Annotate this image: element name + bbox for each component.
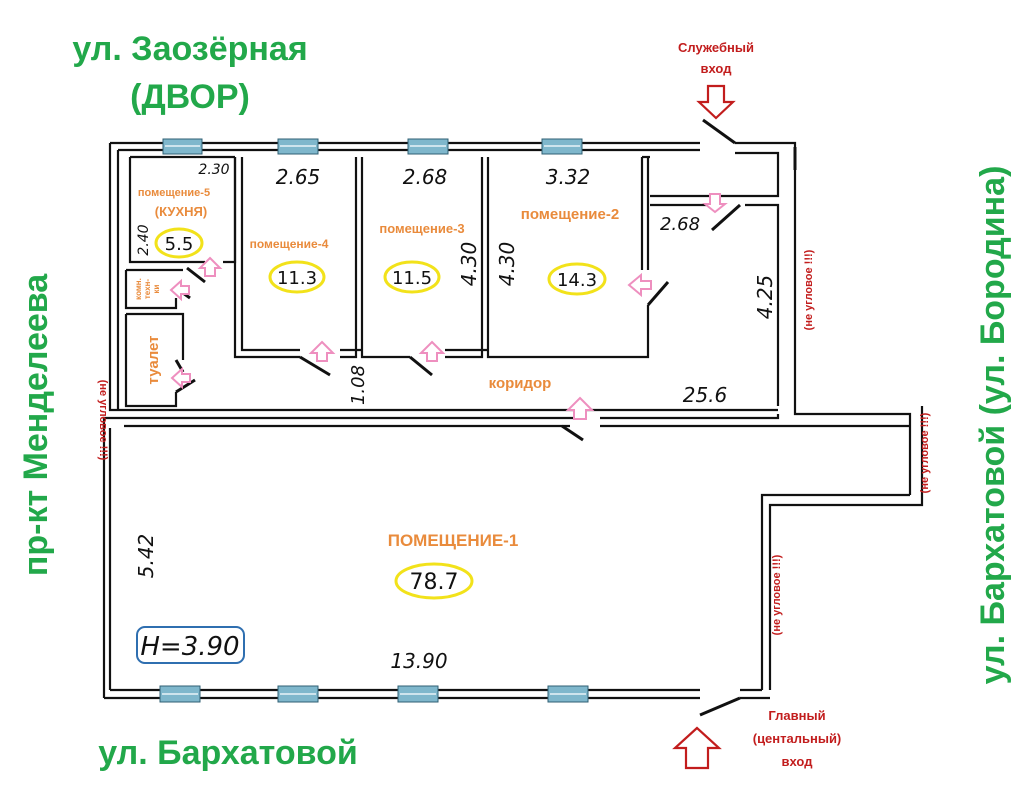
- main-entrance-arrow-icon: [672, 726, 722, 770]
- tech-room-label-3: ки: [152, 284, 161, 293]
- arrow-up-icon: [565, 396, 595, 420]
- room2-area: 14.3: [557, 270, 597, 291]
- street-label-bottom: ул. Бархатовой: [98, 734, 358, 772]
- window-bottom-2: [277, 685, 319, 703]
- window-top-3: [407, 138, 449, 155]
- ceiling-height-box: [136, 626, 245, 664]
- dimension-room1-depth: 5.42: [134, 534, 158, 579]
- main-entrance-label-3: вход: [782, 754, 814, 769]
- room4-area-highlight: [268, 260, 326, 294]
- dimension-room2-depth: 4.30: [495, 242, 519, 287]
- arrow-up-icon: [197, 256, 223, 277]
- windows: [159, 138, 589, 703]
- inner-walls: [124, 155, 650, 408]
- not-corner-note-right-upper: (не угловое !!!): [803, 249, 815, 330]
- arrow-left-icon: [170, 366, 191, 390]
- room4-area: 11.3: [277, 268, 317, 289]
- room5-title: помещение-5: [138, 187, 210, 199]
- room4-door: [299, 355, 331, 377]
- corridor-label: коридор: [489, 375, 552, 392]
- arrow-up-icon: [308, 340, 336, 362]
- window-top-1: [162, 138, 203, 155]
- room4-title: помещение-4: [250, 237, 329, 251]
- room2-door: [646, 281, 670, 306]
- room5-area-highlight: [154, 227, 204, 259]
- ceiling-height: H=3.90: [140, 632, 239, 662]
- service-entrance-label-2: вход: [701, 61, 733, 76]
- window-bottom-1: [159, 685, 201, 703]
- room3-area-highlight: [383, 260, 441, 294]
- room5-subtitle: (КУХНЯ): [155, 204, 207, 219]
- dimension-right-depth: 4.25: [753, 275, 777, 320]
- dimension-kitchen-depth: 2.40: [136, 224, 152, 255]
- street-label-right: ул. Бархатовой (ул. Бородина): [974, 166, 1012, 685]
- dimension-room2-width: 3.32: [546, 165, 591, 189]
- room3-title: помещение-3: [379, 221, 464, 236]
- window-top-2: [277, 138, 319, 155]
- room2-area-highlight: [547, 262, 607, 296]
- arrow-left-icon: [169, 278, 190, 302]
- not-corner-note-right-lower: (не угловое !!!): [771, 554, 783, 635]
- window-top-4: [541, 138, 583, 155]
- arrow-up-icon: [418, 340, 446, 362]
- room3-area: 11.5: [392, 268, 432, 289]
- room1-area: 78.7: [410, 570, 459, 595]
- main-entrance-label: Главный: [768, 708, 825, 723]
- arrow-left-icon: [627, 272, 652, 298]
- main-entrance-label-2: (центальный): [753, 731, 842, 746]
- dimension-room4-width: 2.65: [276, 165, 321, 189]
- arrow-down-icon: [702, 193, 728, 214]
- door-arrows: [169, 193, 728, 420]
- street-label-top: ул. Заозёрная: [72, 30, 307, 68]
- street-label-left: пр-кт Менделеева: [17, 273, 55, 576]
- room3-door: [409, 355, 433, 377]
- dimension-kitchen-width: 2.30: [198, 162, 229, 178]
- toilet-door: [175, 378, 196, 394]
- window-bottom-3: [397, 685, 439, 703]
- not-corner-note-left: (не угловое !!!): [97, 380, 109, 461]
- room2-title: помещение-2: [521, 206, 619, 223]
- tech-room-label-2: техн-: [143, 279, 152, 300]
- outer-walls: [102, 141, 924, 700]
- main-door: [699, 696, 741, 717]
- doors: [174, 118, 797, 717]
- dimension-room3-width: 2.68: [403, 165, 448, 189]
- yard-label: (ДВОР): [130, 78, 250, 116]
- dimension-room1-width: 13.90: [390, 649, 447, 673]
- dimension-corridor-length: 25.6: [683, 383, 728, 407]
- room5-area: 5.5: [165, 234, 194, 255]
- service-entrance-label: Служебный: [678, 40, 754, 55]
- room1-door: [561, 424, 584, 442]
- kitchen-door: [186, 266, 206, 284]
- not-corner-note-right-mid: (не угловое !!!): [919, 412, 931, 493]
- toilet-label: туалет: [145, 335, 162, 384]
- tech-room-label-1: комн.: [134, 278, 143, 300]
- service-entrance-arrow-icon: [696, 84, 736, 120]
- window-bottom-4: [547, 685, 589, 703]
- room1-title: ПОМЕЩЕНИЕ-1: [388, 531, 519, 550]
- room1-area-highlight: [394, 562, 474, 600]
- service-door: [702, 118, 736, 145]
- dimension-corridor-width: 1.08: [348, 365, 369, 405]
- dimension-vestibule: 2.68: [660, 214, 700, 235]
- vestibule-door: [711, 203, 741, 232]
- dimension-room3-depth: 4.30: [457, 242, 481, 287]
